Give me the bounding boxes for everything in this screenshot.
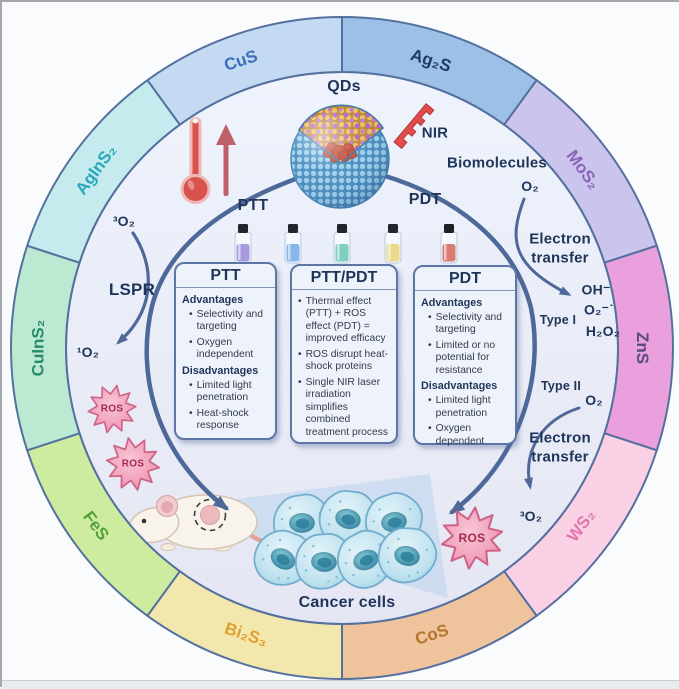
pdt-label: PDT (408, 191, 442, 208)
ros-text-1: ROS (100, 403, 124, 415)
ptt-advantage-text: Selectivity and targeting (196, 308, 264, 333)
pdt-advantage-item: Selectivity and targeting (421, 312, 510, 337)
pdt-advantages-header: Advantages (421, 297, 483, 309)
pdt-box-title: PDT (415, 267, 515, 291)
ptt-label: PTT (237, 197, 269, 214)
ring-label-cuins2: CuInS₂ (28, 319, 48, 377)
pdt-disadvantages-header: Disadvantages (421, 380, 498, 393)
nir-laser-icon (393, 103, 435, 149)
pdt-advantage-text: Limited or no potential for resistance (435, 339, 496, 376)
ptt-pdt-text: Single NIR laser irradiation simplifies … (305, 376, 389, 438)
hydroxide-label: OH⁻ (581, 281, 611, 298)
pdt-disadvantage-text: Oxygen dependent (435, 423, 485, 447)
pathway-arrows (116, 172, 581, 515)
ptt-pdt-info-box: PTT/PDT Thermal effect (PTT) + ROS effec… (290, 264, 398, 444)
lspr-singlet-oxygen-arrow (116, 231, 150, 345)
triplet-o2-right-label: ³O₂ (519, 508, 543, 524)
ros-text-2: ROS (121, 458, 145, 470)
tumor-spot (200, 505, 220, 525)
ptt-pdt-item: Thermal effect (PTT) + ROS effect (PDT) … (298, 296, 391, 346)
tumor-dashed-circle (193, 498, 227, 532)
ptt-disadvantage-item: Limited light penetration (182, 380, 270, 405)
ptt-advantages-header: Advantages (182, 294, 244, 306)
ptt-advantage-text: Oxygen independent (196, 336, 254, 361)
ring-segment-agins2 (26, 79, 181, 264)
ptt-advantage-item: Oxygen independent (182, 337, 270, 362)
ptt-info-box: PTT Advantages Selectivity and targeting… (174, 262, 277, 440)
ptt-disadvantage-item: Heat-shock response (182, 408, 270, 433)
type1-electron-transfer-arrow (514, 197, 572, 296)
pdt-disadvantage-text: Limited light penetration (435, 395, 491, 419)
ptt-advantage-item: Selectivity and targeting (182, 309, 270, 334)
ptt-pathway-arrow (144, 175, 301, 511)
vial-purple (234, 224, 252, 264)
biomolecules-label: Biomolecules (447, 154, 547, 172)
pdt-disadvantage-item: Oxygen dependent (421, 423, 510, 448)
cancer-cells-label: Cancer cells (298, 594, 396, 611)
nir-label: NIR (421, 124, 449, 142)
pdt-advantage-item: Limited or no potential for resistance (421, 340, 510, 378)
material-ring (9, 16, 675, 680)
ptt-pdt-item: ROS disrupt heat-shock proteins (298, 349, 391, 374)
ptt-pdt-item: Single NIR laser irradiation simplifies … (298, 377, 391, 440)
mouse-eye (141, 518, 147, 524)
vial-row (234, 224, 458, 264)
ptt-pdt-box-title: PTT/PDT (292, 266, 396, 290)
bottom-frame-strip (2, 680, 679, 689)
ptt-disadvantage-text: Heat-shock response (196, 407, 249, 432)
vial-yellow (384, 224, 402, 264)
lspr-label: LSPR (108, 280, 156, 299)
vial-red (440, 224, 458, 264)
ptt-pdt-text: ROS disrupt heat-shock proteins (305, 348, 389, 373)
ptt-pdt-text: Thermal effect (PTT) + ROS effect (PDT) … (305, 295, 386, 345)
vial-teal (333, 224, 351, 264)
type1-label: Type I (539, 313, 577, 327)
ros-text-3: ROS (458, 531, 486, 545)
thermometer-icon (180, 117, 211, 204)
quantum-dot-sphere (290, 104, 390, 209)
pdt-pathway-arrow (379, 172, 537, 515)
qds-label: QDs (327, 78, 361, 95)
pdt-advantage-text: Selectivity and targeting (435, 311, 503, 336)
temperature-up-arrow (216, 124, 236, 196)
ptt-disadvantages-header: Disadvantages (182, 364, 259, 377)
type2-label: Type II (540, 379, 582, 393)
type2-electron-transfer-arrow (524, 406, 581, 490)
superoxide-label: O₂⁻˙ (584, 301, 614, 318)
ring-label-zns: ZnS (633, 331, 653, 365)
ptt-disadvantage-text: Limited light penetration (196, 379, 252, 404)
triplet-o2-left-label: ³O₂ (112, 213, 136, 229)
electron-transfer-bottom-label: Electron transfer (529, 429, 591, 465)
ptt-box-title: PTT (176, 264, 275, 288)
type2-o2-label: O₂ (585, 392, 603, 408)
pdt-disadvantage-item: Limited light penetration (421, 395, 510, 420)
biomolecules-o2-label: O₂ (521, 178, 539, 194)
mouse-illustration (127, 494, 287, 552)
electron-transfer-top-label: Electron transfer (529, 230, 591, 266)
vial-blue (284, 224, 302, 264)
peroxide-label: H₂O₂ (585, 323, 621, 339)
pdt-info-box: PDT Advantages Selectivity and targeting… (413, 265, 517, 448)
singlet-o2-label: ¹O₂ (76, 344, 100, 360)
